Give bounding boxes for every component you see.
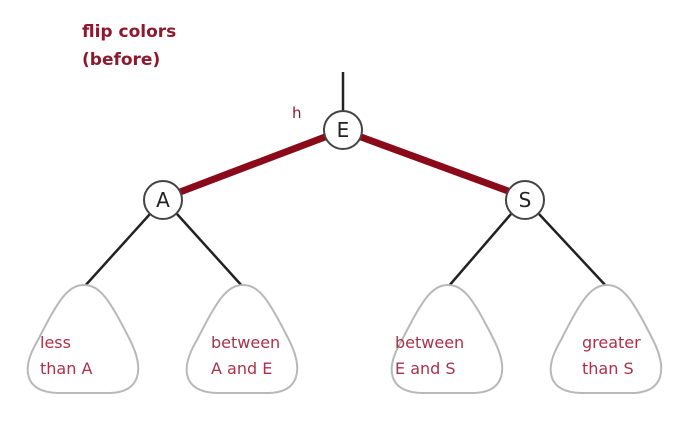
link-s-subtree4 xyxy=(538,213,608,288)
subtree-3 xyxy=(390,283,504,394)
subtree-3-label: between E and S xyxy=(395,333,465,378)
node-e-key: E xyxy=(336,118,350,142)
pointer-label-h: h xyxy=(292,104,302,122)
link-s-subtree3 xyxy=(447,213,512,288)
node-e xyxy=(323,110,363,150)
red-link-e-s xyxy=(359,133,510,195)
diagram-title: flip colors (before) xyxy=(82,18,176,74)
title-line-1: flip colors xyxy=(82,22,177,42)
link-a-subtree2 xyxy=(176,213,244,288)
subtree-2 xyxy=(185,283,299,394)
subtree-2-label: between A and E xyxy=(211,333,281,378)
title-line-2: (before) xyxy=(82,50,161,70)
red-link-e-a xyxy=(178,133,327,196)
node-a xyxy=(143,180,183,220)
subtree-4-label: greater than S xyxy=(582,333,641,378)
subtree-1-label: less than A xyxy=(40,333,93,378)
node-s xyxy=(505,180,545,220)
subtree-4 xyxy=(549,283,663,394)
link-a-subtree1 xyxy=(83,213,151,288)
node-s-key: S xyxy=(518,188,532,212)
node-a-key: A xyxy=(156,188,170,212)
subtree-1 xyxy=(26,283,140,394)
